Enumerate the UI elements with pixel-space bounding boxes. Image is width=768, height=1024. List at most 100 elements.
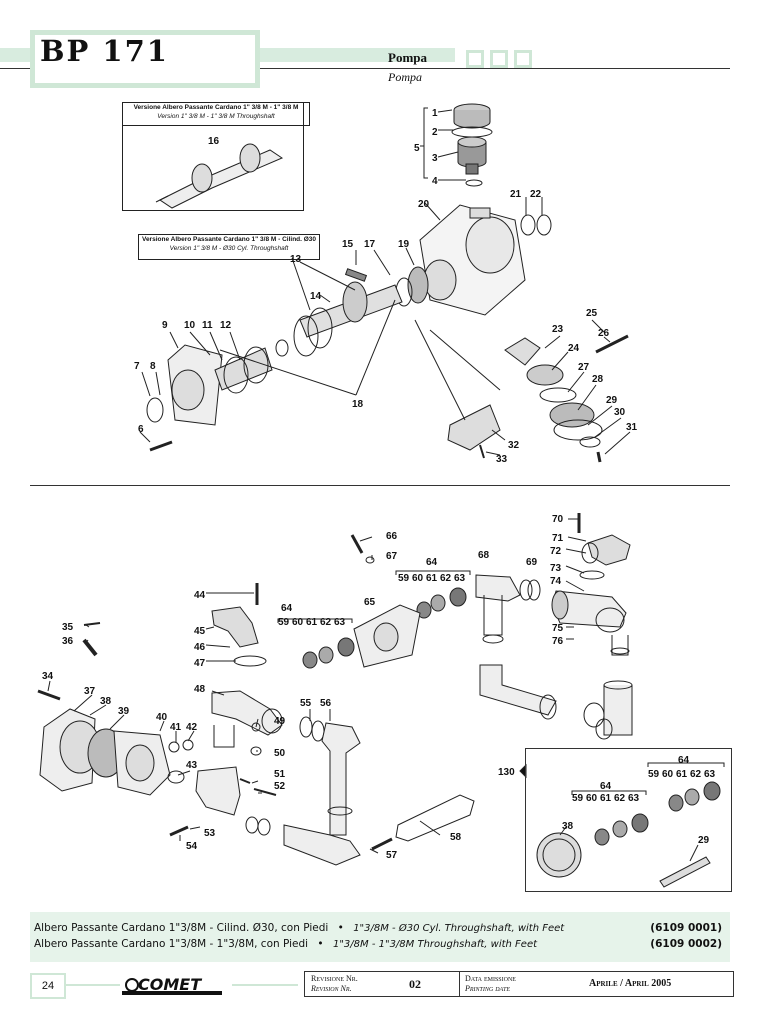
callout-27: 27 xyxy=(578,362,590,373)
footer-row-2-it: Albero Passante Cardano 1"3/8M - 1"3/8M,… xyxy=(34,938,309,950)
callout-66: 66 xyxy=(386,531,398,542)
logo-text: COMET xyxy=(138,975,202,994)
page-number: 24 xyxy=(30,973,66,999)
callout-74: 74 xyxy=(550,576,562,587)
callout-69: 69 xyxy=(526,557,538,568)
callout-38-box: 38 xyxy=(562,821,574,832)
revision-label-en: Revision Nr. xyxy=(311,984,352,993)
callout-14: 14 xyxy=(310,291,322,302)
callout-63-left: 63 xyxy=(334,617,346,628)
footer-row-2-en: 1"3/8M - 1"3/8M Throughshaft, with Feet xyxy=(332,939,538,950)
callout-15: 15 xyxy=(342,239,354,250)
callout-40: 40 xyxy=(156,712,168,723)
callout-71: 71 xyxy=(552,533,564,544)
footer-row-1: Albero Passante Cardano 1"3/8M - Cilind.… xyxy=(34,922,564,934)
callout-45: 45 xyxy=(194,626,206,637)
revision-label-it: Revisione Nr. xyxy=(311,974,358,983)
callout-7: 7 xyxy=(134,361,140,372)
callout-29: 29 xyxy=(606,395,618,406)
callout-35: 35 xyxy=(62,622,74,633)
callout-75: 75 xyxy=(552,623,564,634)
inset-label-cyl30: Versione Albero Passante Cardano 1" 3/8 … xyxy=(138,234,320,260)
callout-60-top: 60 xyxy=(412,573,424,584)
comet-logo: COMET xyxy=(122,975,222,995)
callout-46: 46 xyxy=(194,642,206,653)
callout-19: 19 xyxy=(398,239,410,250)
footer-description-band xyxy=(30,912,730,962)
callout-13: 13 xyxy=(290,254,302,265)
footer-accent-line-2 xyxy=(232,984,298,986)
callout-31: 31 xyxy=(626,422,638,433)
callout-67: 67 xyxy=(386,551,398,562)
callout-8: 8 xyxy=(150,361,156,372)
callout-10: 10 xyxy=(184,320,196,331)
callout-62-box-top: 62 xyxy=(690,769,702,780)
inset-label-throughshaft-38: Versione Albero Passante Cardano 1" 3/8 … xyxy=(122,102,310,126)
callout-16: 16 xyxy=(208,136,220,147)
callout-130: 130 xyxy=(498,767,515,778)
exploded-diagram-bottom: 70 71 72 73 74 66 67 64 59 60 61 62 63 6… xyxy=(37,513,725,888)
callout-54: 54 xyxy=(186,841,198,852)
callout-52: 52 xyxy=(274,781,286,792)
callout-64-box-top: 64 xyxy=(678,755,690,766)
callout-32: 32 xyxy=(508,440,520,451)
callout-57: 57 xyxy=(386,850,398,861)
callout-17: 17 xyxy=(364,239,376,250)
callout-63-top: 63 xyxy=(454,573,466,584)
callout-62-box-mid: 62 xyxy=(614,793,626,804)
callout-3: 3 xyxy=(432,153,438,164)
footer-row-1-en: 1"3/8M - Ø30 Cyl. Throughshaft, with Fee… xyxy=(353,923,565,934)
inset-label-line2: Version 1" 3/8 M - 1" 3/8 M Throughshaft xyxy=(157,113,275,120)
header-square-1 xyxy=(466,50,484,68)
callout-6: 6 xyxy=(138,424,144,435)
callout-61-left: 61 xyxy=(306,617,318,628)
footer-row-1-code: (6109 0001) xyxy=(650,922,722,934)
date-value: Aprile / April 2005 xyxy=(589,978,672,989)
date-label: Data emissione Printing date xyxy=(465,972,575,998)
inset-frame-throughshaft xyxy=(122,102,304,211)
callout-23: 23 xyxy=(552,324,564,335)
callout-58: 58 xyxy=(450,832,462,843)
callout-21: 21 xyxy=(510,189,522,200)
callout-62-left: 62 xyxy=(320,617,332,628)
callout-1: 1 xyxy=(432,108,438,119)
footer-accent-line xyxy=(66,984,120,986)
section-divider xyxy=(30,485,730,486)
callout-60-box-top: 60 xyxy=(662,769,674,780)
date-label-en: Printing date xyxy=(465,984,510,993)
footer-row-1-it: Albero Passante Cardano 1"3/8M - Cilind.… xyxy=(34,922,329,934)
callout-42: 42 xyxy=(186,722,198,733)
callout-59-box-top: 59 xyxy=(648,769,660,780)
revision-value: 02 xyxy=(409,977,421,991)
callout-61-top: 61 xyxy=(426,573,438,584)
callout-36: 36 xyxy=(62,636,74,647)
footer-row-2-code: (6109 0002) xyxy=(650,938,722,950)
header-square-2 xyxy=(490,50,508,68)
callout-70: 70 xyxy=(552,514,564,525)
callout-38: 38 xyxy=(100,696,112,707)
callout-26: 26 xyxy=(598,328,610,339)
callout-12: 12 xyxy=(220,320,232,331)
callout-2: 2 xyxy=(432,127,438,138)
callout-29-box: 29 xyxy=(698,835,710,846)
page-title: BP 171 xyxy=(40,34,169,68)
callout-47: 47 xyxy=(194,658,206,669)
callout-50: 50 xyxy=(274,748,286,759)
footer-row-2: Albero Passante Cardano 1"3/8M - 1"3/8M,… xyxy=(34,938,537,950)
callout-25: 25 xyxy=(586,308,598,319)
callout-73: 73 xyxy=(550,563,562,574)
inset-label-line2: Version 1" 3/8 M - Ø30 Cyl. Throughshaft xyxy=(169,245,289,252)
footer-row-2-bullet: • xyxy=(317,938,324,950)
callout-43: 43 xyxy=(186,760,198,771)
title-frame xyxy=(30,30,260,88)
callout-37: 37 xyxy=(84,686,96,697)
callout-34: 34 xyxy=(42,671,54,682)
callout-76: 76 xyxy=(552,636,564,647)
callout-4: 4 xyxy=(432,176,438,187)
callout-9: 9 xyxy=(162,320,168,331)
callout-63-box-top: 63 xyxy=(704,769,716,780)
callout-48: 48 xyxy=(194,684,206,695)
callout-68: 68 xyxy=(478,550,490,561)
header-square-3 xyxy=(514,50,532,68)
callout-56: 56 xyxy=(320,698,332,709)
